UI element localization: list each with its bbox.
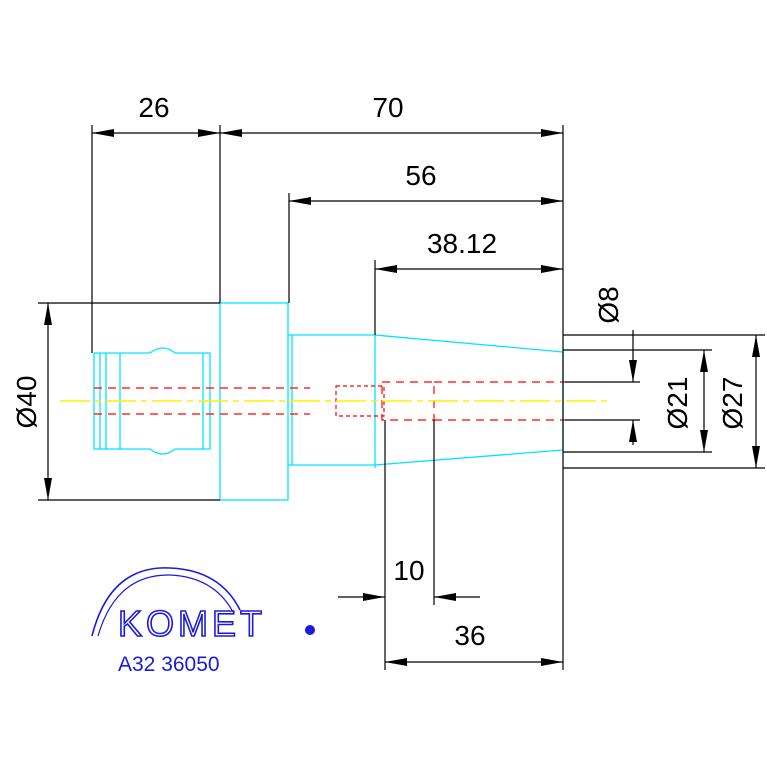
logo-registered-mark (305, 625, 315, 635)
neck-outline (288, 334, 293, 466)
komet-logo: KOMET (91, 567, 315, 645)
dim-70-label: 70 (372, 92, 403, 123)
logo-wordmark: KOMET (118, 603, 266, 644)
dim-56-label: 56 (405, 160, 436, 191)
dim-dia40-label: Ø40 (11, 376, 42, 429)
dim-26-label: 26 (138, 92, 169, 123)
dim-38-label: 38.12 (427, 228, 497, 259)
dimension-lines (38, 125, 765, 670)
dim-10-label: 10 (393, 555, 424, 586)
dim-dia21-label: Ø21 (662, 377, 693, 430)
dimension-labels: 26 70 56 38.12 10 36 Ø40 Ø8 Ø21 Ø27 (11, 92, 748, 651)
logo-arc (91, 567, 241, 637)
dim-dia8-label: Ø8 (593, 286, 624, 323)
dim-dia27-label: Ø27 (717, 377, 748, 430)
dim-36-label: 36 (454, 620, 485, 651)
part-number: A32 36050 (118, 653, 220, 676)
